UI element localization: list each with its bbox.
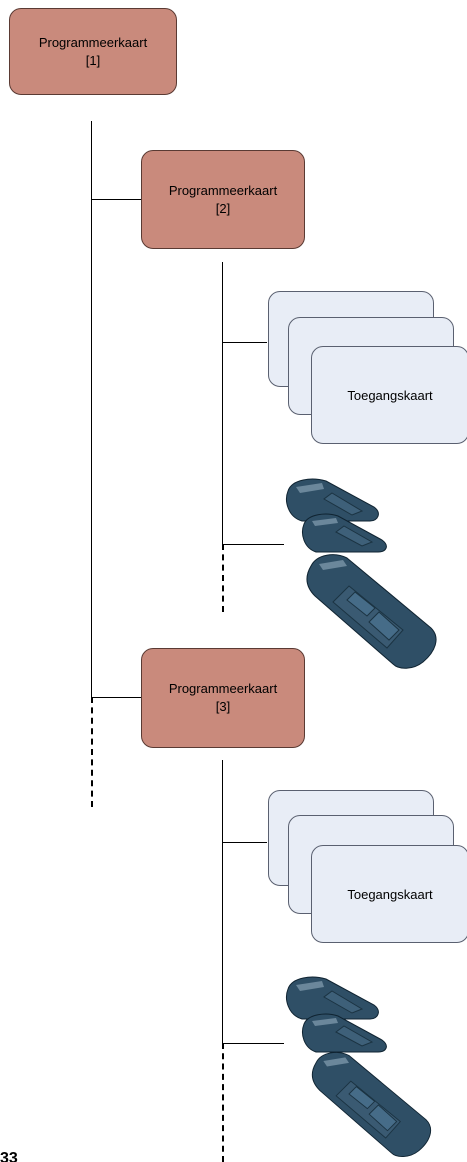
remote-fob-icon-top (286, 478, 379, 522)
branch-2-connector-cards (222, 342, 267, 343)
remote-fob-icon-top (286, 976, 379, 1020)
branch-3-connector-fobs (222, 1043, 284, 1044)
branch-2-trunk-line (222, 262, 223, 544)
node-index: [2] (215, 200, 231, 216)
node-title: Programmeerkaart (38, 34, 148, 50)
connector-to-node-2 (91, 199, 141, 200)
access-card-label: Toegangskaart (347, 387, 433, 403)
remote-fob-icon-middle (302, 513, 387, 553)
node-title: Programmeerkaart (168, 681, 278, 696)
root-trunk-line (91, 121, 92, 697)
node-index: [1] (85, 52, 101, 68)
root-trunk-dashed (91, 697, 93, 807)
remote-fob-icon-front (306, 554, 437, 669)
programming-card-node-2: Programmeerkaart [2] (141, 150, 305, 249)
branch-2-trunk-dashed (222, 544, 224, 612)
branch-2-connector-fobs (222, 544, 284, 545)
node-title: Programmeerkaart (168, 182, 278, 198)
cropped-page-number: 33 (0, 1150, 18, 1162)
branch-3-trunk-line (222, 760, 223, 1043)
access-card-front: Toegangskaart (311, 845, 467, 943)
remote-fob-icon-front (311, 1052, 432, 1158)
access-card-label: Toegangskaart (347, 886, 433, 902)
branch-3-connector-cards (222, 842, 267, 843)
programming-card-node-1: Programmeerkaart [1] (9, 8, 177, 95)
node-index: [3] (215, 699, 231, 714)
connector-to-node-3 (91, 697, 141, 698)
remote-fob-icon-middle (302, 1013, 387, 1053)
programming-card-node-3: Programmeerkaart [3] (141, 648, 305, 748)
branch-3-trunk-dashed (222, 1043, 224, 1162)
access-card-front: Toegangskaart (311, 346, 467, 444)
